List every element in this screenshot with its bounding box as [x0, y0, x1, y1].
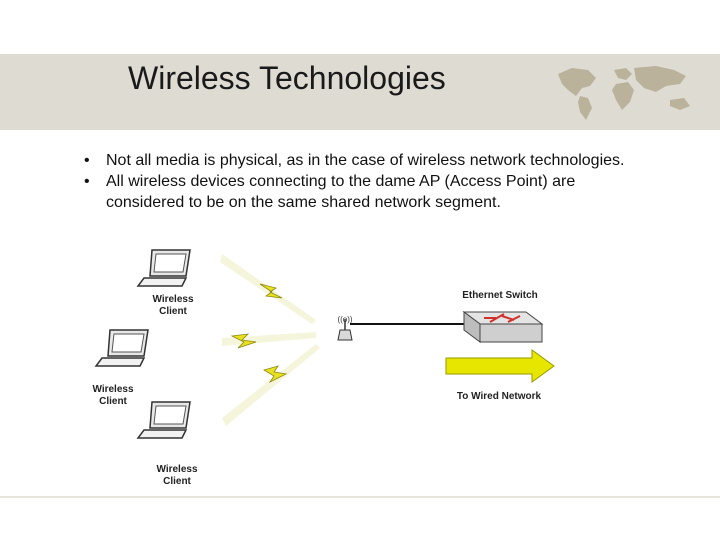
- bullet-text-1: Not all media is physical, as in the cas…: [106, 152, 625, 169]
- bullet-dot: •: [84, 173, 90, 190]
- ap-signal-text: ((o)): [337, 315, 352, 324]
- wireless-client-label: Wireless Client: [152, 294, 194, 317]
- ethernet-switch-label: Ethernet Switch: [462, 290, 538, 301]
- access-point-icon: [337, 319, 353, 341]
- wired-network-label: To Wired Network: [456, 391, 542, 402]
- bullet-item: • Not all media is physical, as in the ca…: [84, 150, 644, 171]
- world-map-icon: [558, 66, 690, 120]
- bullet-item: • All wireless devices connecting to the …: [84, 171, 644, 213]
- lightning-icon: [230, 283, 288, 384]
- ethernet-switch-icon: [462, 311, 544, 343]
- wireless-client-label: Wireless Client: [92, 384, 134, 407]
- laptop-icon: [94, 329, 149, 367]
- wireless-network-diagram: ((o)): [94, 249, 555, 439]
- laptop-icon: [136, 249, 191, 287]
- wireless-client-label: Wireless Client: [156, 464, 198, 487]
- bullet-list: • Not all media is physical, as in the ca…: [84, 150, 644, 213]
- radio-beam-icon: [220, 254, 320, 426]
- slide-title: Wireless Technologies: [128, 60, 446, 96]
- arrow-right-icon: [445, 349, 555, 383]
- footer-divider: [0, 496, 720, 498]
- bullet-text-2: All wireless devices connecting to the d…: [106, 173, 576, 211]
- bullet-dot: •: [84, 152, 90, 169]
- title-band: [0, 54, 720, 130]
- laptop-icon: [136, 401, 191, 439]
